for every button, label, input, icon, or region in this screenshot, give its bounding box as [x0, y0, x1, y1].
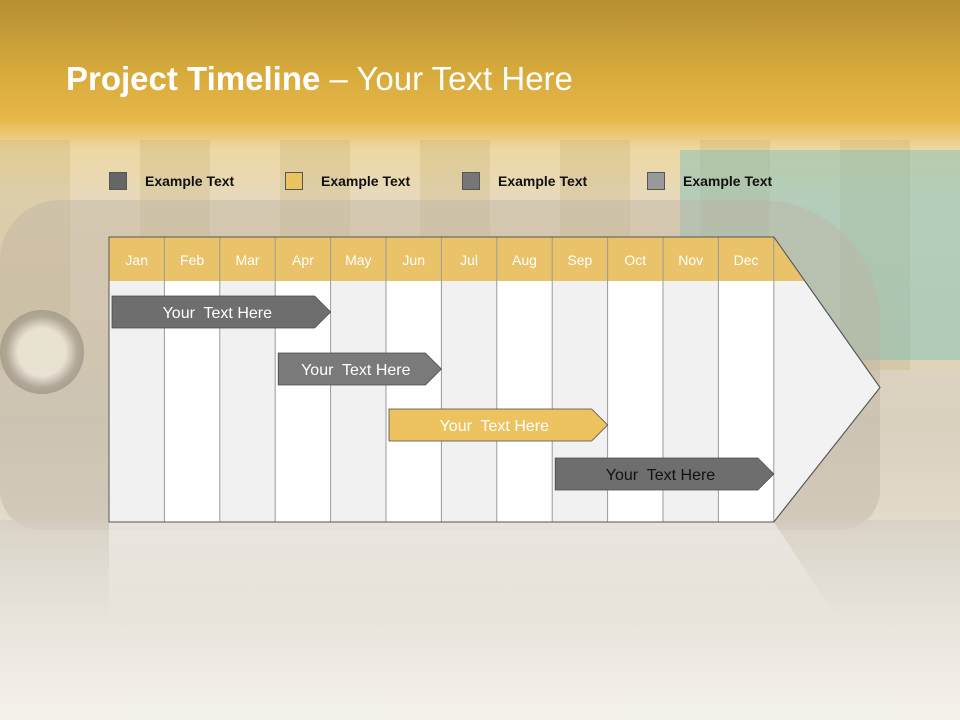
- month-label-mar: Mar: [235, 252, 259, 268]
- month-label-nov: Nov: [678, 252, 703, 268]
- timeline-reflection: [109, 522, 840, 622]
- month-column-jun: [386, 281, 442, 522]
- month-label-apr: Apr: [292, 252, 314, 268]
- legend-item-3: Example Text: [462, 170, 587, 192]
- background-car-headlight: [0, 310, 84, 394]
- legend-label-4: Example Text: [683, 173, 773, 189]
- month-label-jan: Jan: [125, 252, 148, 268]
- month-column-aug: [496, 281, 553, 522]
- timeline-header: [109, 237, 805, 281]
- legend-swatch-1: [109, 172, 127, 190]
- task-bar-label-2: Your Text Here: [301, 362, 411, 379]
- task-bar-label-1: Your Text Here: [163, 305, 273, 322]
- legend-swatch-4: [647, 172, 665, 190]
- task-bar-2: [277, 352, 442, 386]
- task-bar-4: [554, 457, 775, 491]
- month-label-oct: Oct: [624, 252, 646, 268]
- slide-title: Project Timeline – Your Text Here: [66, 60, 573, 98]
- month-label-may: May: [345, 252, 371, 268]
- month-label-jun: Jun: [402, 252, 425, 268]
- legend-item-4: Example Text: [647, 170, 772, 192]
- task-bar-label-3: Your Text Here: [440, 418, 550, 435]
- task-bar-1: [111, 295, 332, 329]
- slide-title-bold: Project Timeline: [66, 60, 321, 97]
- month-label-jul: Jul: [460, 252, 478, 268]
- month-column-jul: [441, 281, 497, 522]
- task-bar-3: [388, 408, 609, 442]
- legend-swatch-3: [462, 172, 480, 190]
- legend-item-2: Example Text: [285, 170, 410, 192]
- timeline-outline: [108, 236, 881, 523]
- legend-swatch-2: [285, 172, 303, 190]
- legend-label-3: Example Text: [498, 173, 588, 189]
- month-label-dec: Dec: [734, 252, 759, 268]
- legend-label-2: Example Text: [321, 173, 411, 189]
- legend-item-1: Example Text: [109, 170, 234, 192]
- month-column-may: [330, 281, 386, 522]
- month-label-sep: Sep: [567, 252, 592, 268]
- legend-label-1: Example Text: [145, 173, 235, 189]
- month-label-feb: Feb: [180, 252, 204, 268]
- month-label-aug: Aug: [512, 252, 537, 268]
- task-bar-label-4: Your Text Here: [606, 467, 716, 484]
- slide-title-rest: – Your Text Here: [320, 60, 573, 97]
